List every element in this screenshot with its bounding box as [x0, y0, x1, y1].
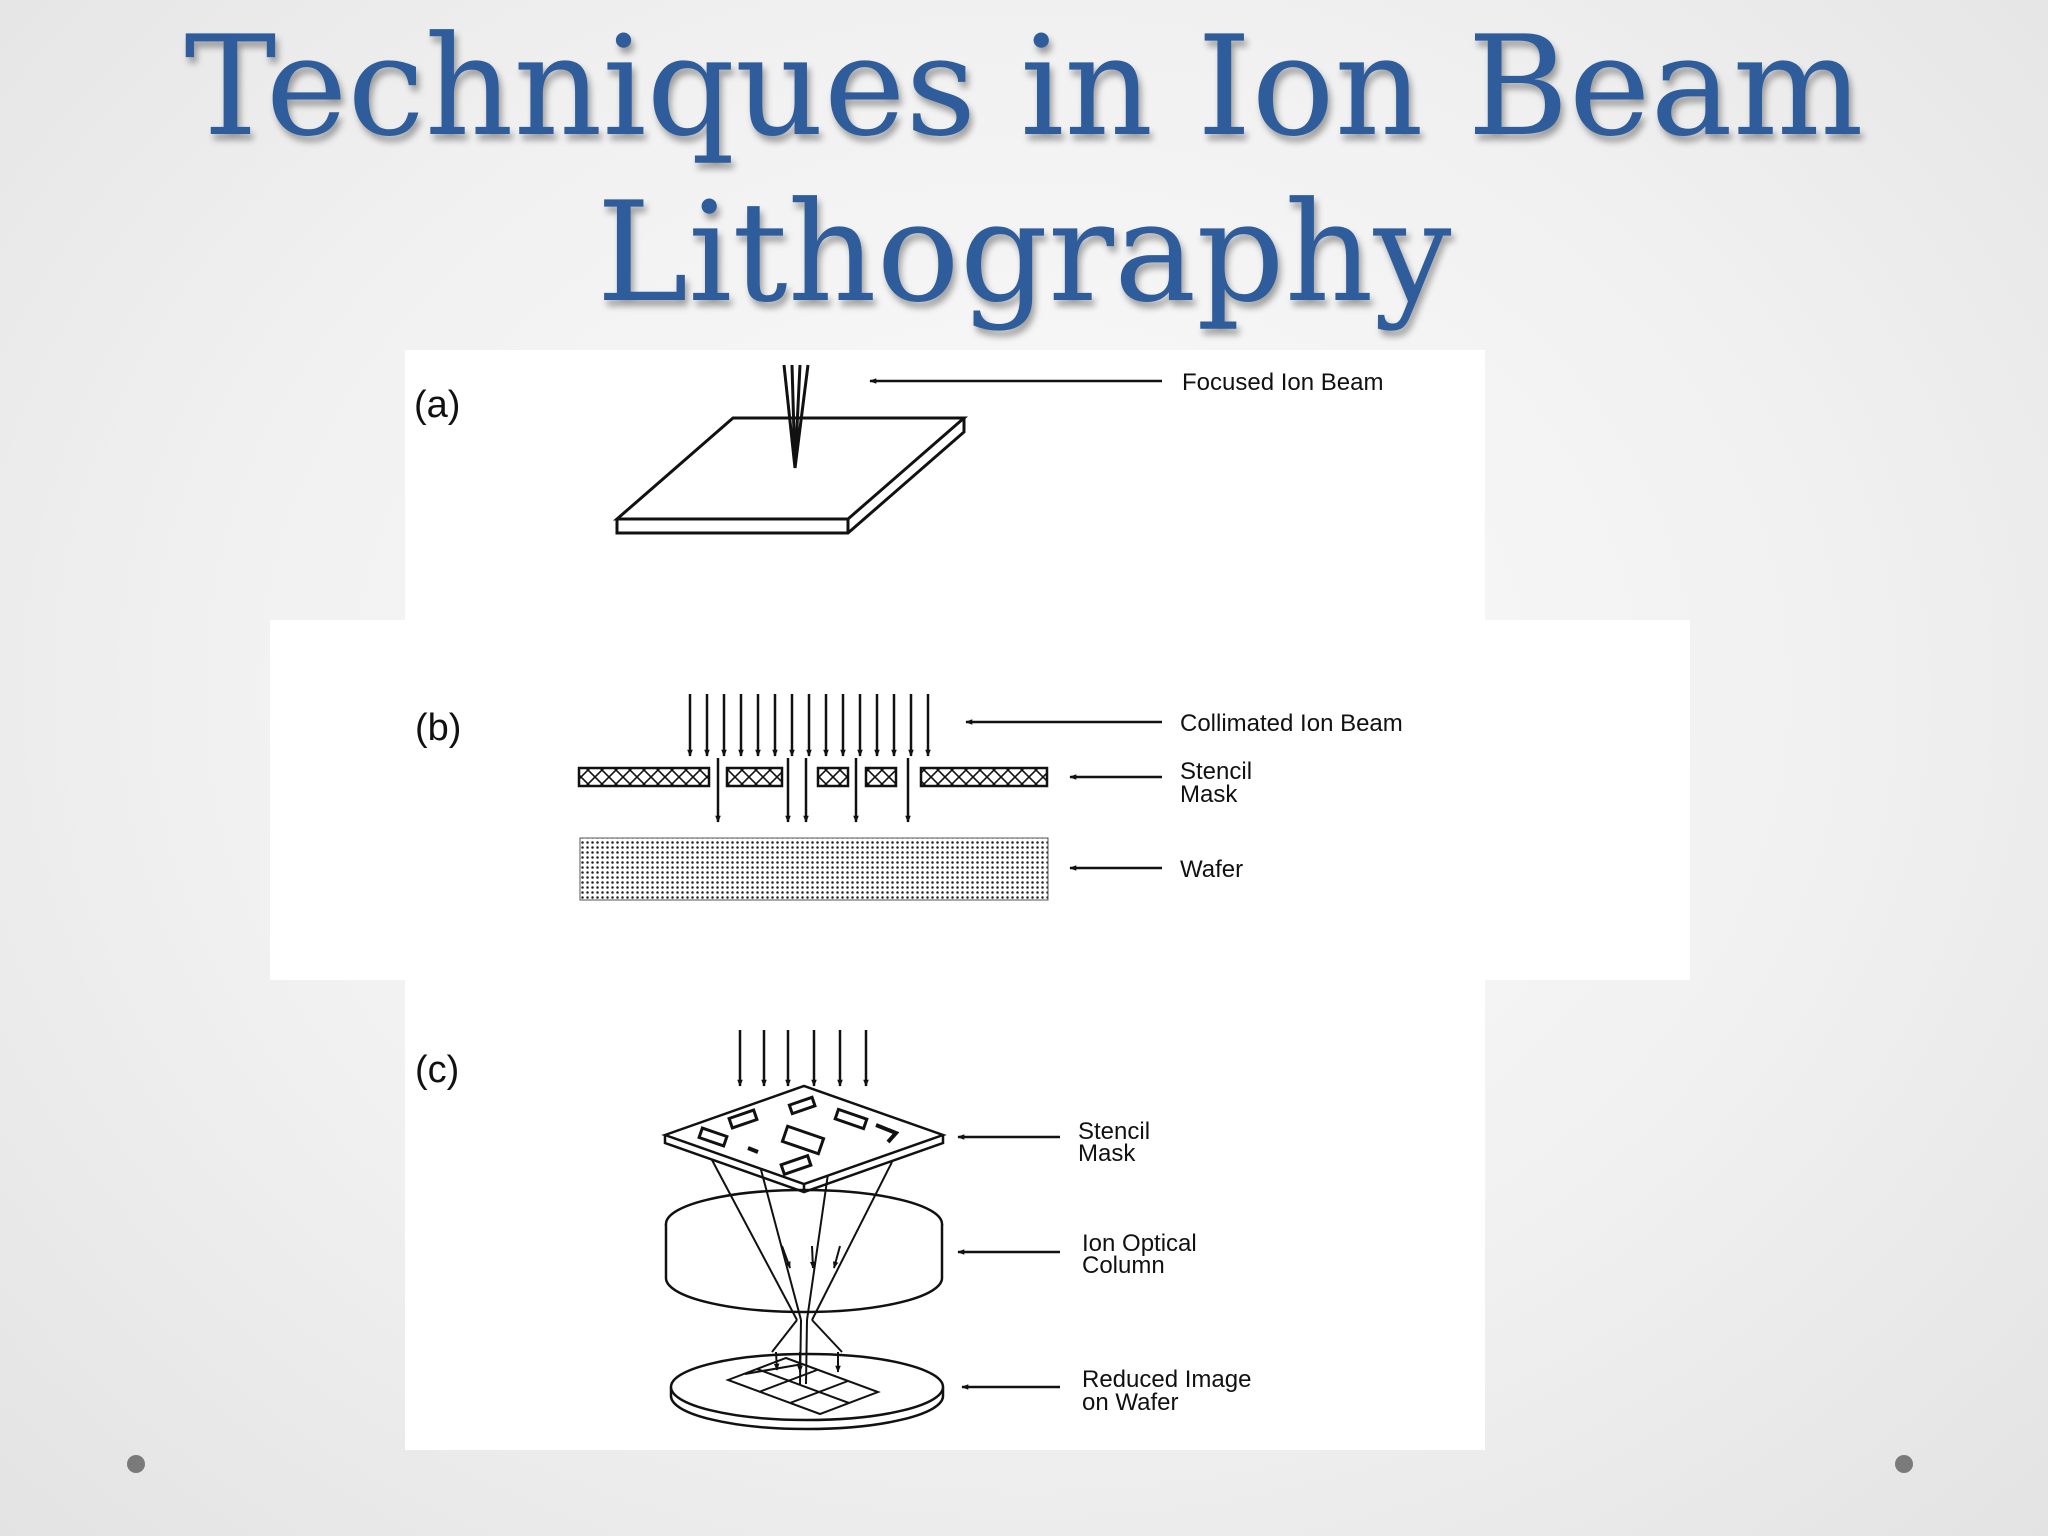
stencil-mask-b	[577, 766, 1049, 788]
panel-c-projection: (c)	[415, 1030, 1251, 1431]
focused-ion-beam	[782, 364, 810, 469]
panel-b-label: (b)	[415, 707, 461, 749]
ion-optical-column	[664, 1188, 944, 1314]
stencil-mask-label-c-line1: Stencil	[1078, 1118, 1150, 1145]
collimated-ion-beam-label: Collimated Ion Beam	[1180, 710, 1403, 737]
reduced-image-label-line1: Reduced Image	[1082, 1366, 1251, 1393]
transmitted-beamlets	[715, 758, 911, 823]
substrate-plate-edge	[615, 418, 966, 535]
figure-background-wide	[270, 620, 1690, 980]
wafer-b	[579, 837, 1049, 901]
stencil-mask-label-c-line2: Mask	[1078, 1140, 1136, 1167]
panel-a-focused-beam: (a) Focused Ion Beam	[414, 364, 1383, 535]
optical-column-label-line1: Ion Optical	[1082, 1230, 1197, 1257]
wafer-label-b: Wafer	[1180, 856, 1243, 883]
focused-ion-beam-label: Focused Ion Beam	[1182, 369, 1383, 396]
stencil-mask-label-b-line2: Mask	[1180, 781, 1238, 808]
title-line-2: Lithography	[596, 172, 1452, 333]
incoming-ion-beam-c	[737, 1030, 869, 1087]
bullet-dot-right	[1895, 1455, 1913, 1473]
collimated-ion-beam	[687, 694, 931, 757]
projection-rays	[711, 1159, 893, 1385]
optical-column-label-line2: Column	[1082, 1252, 1165, 1279]
focus-arrowheads	[773, 1245, 841, 1373]
bullet-dot-left	[127, 1455, 145, 1473]
title-line-1: Techniques in Ion Beam	[184, 6, 1864, 167]
stencil-mask-c	[661, 1084, 947, 1194]
panel-c-label: (c)	[415, 1049, 459, 1091]
slide-title: Techniques in Ion Beam Lithography	[0, 4, 2048, 336]
stencil-mask-label-b-line1: Stencil	[1180, 758, 1252, 785]
reduced-image-grid	[725, 1356, 881, 1416]
panel-a-label: (a)	[414, 384, 460, 426]
reduced-image-label-line2: on Wafer	[1082, 1389, 1178, 1416]
panel-b-stencil-mask: (b)	[415, 694, 1403, 901]
